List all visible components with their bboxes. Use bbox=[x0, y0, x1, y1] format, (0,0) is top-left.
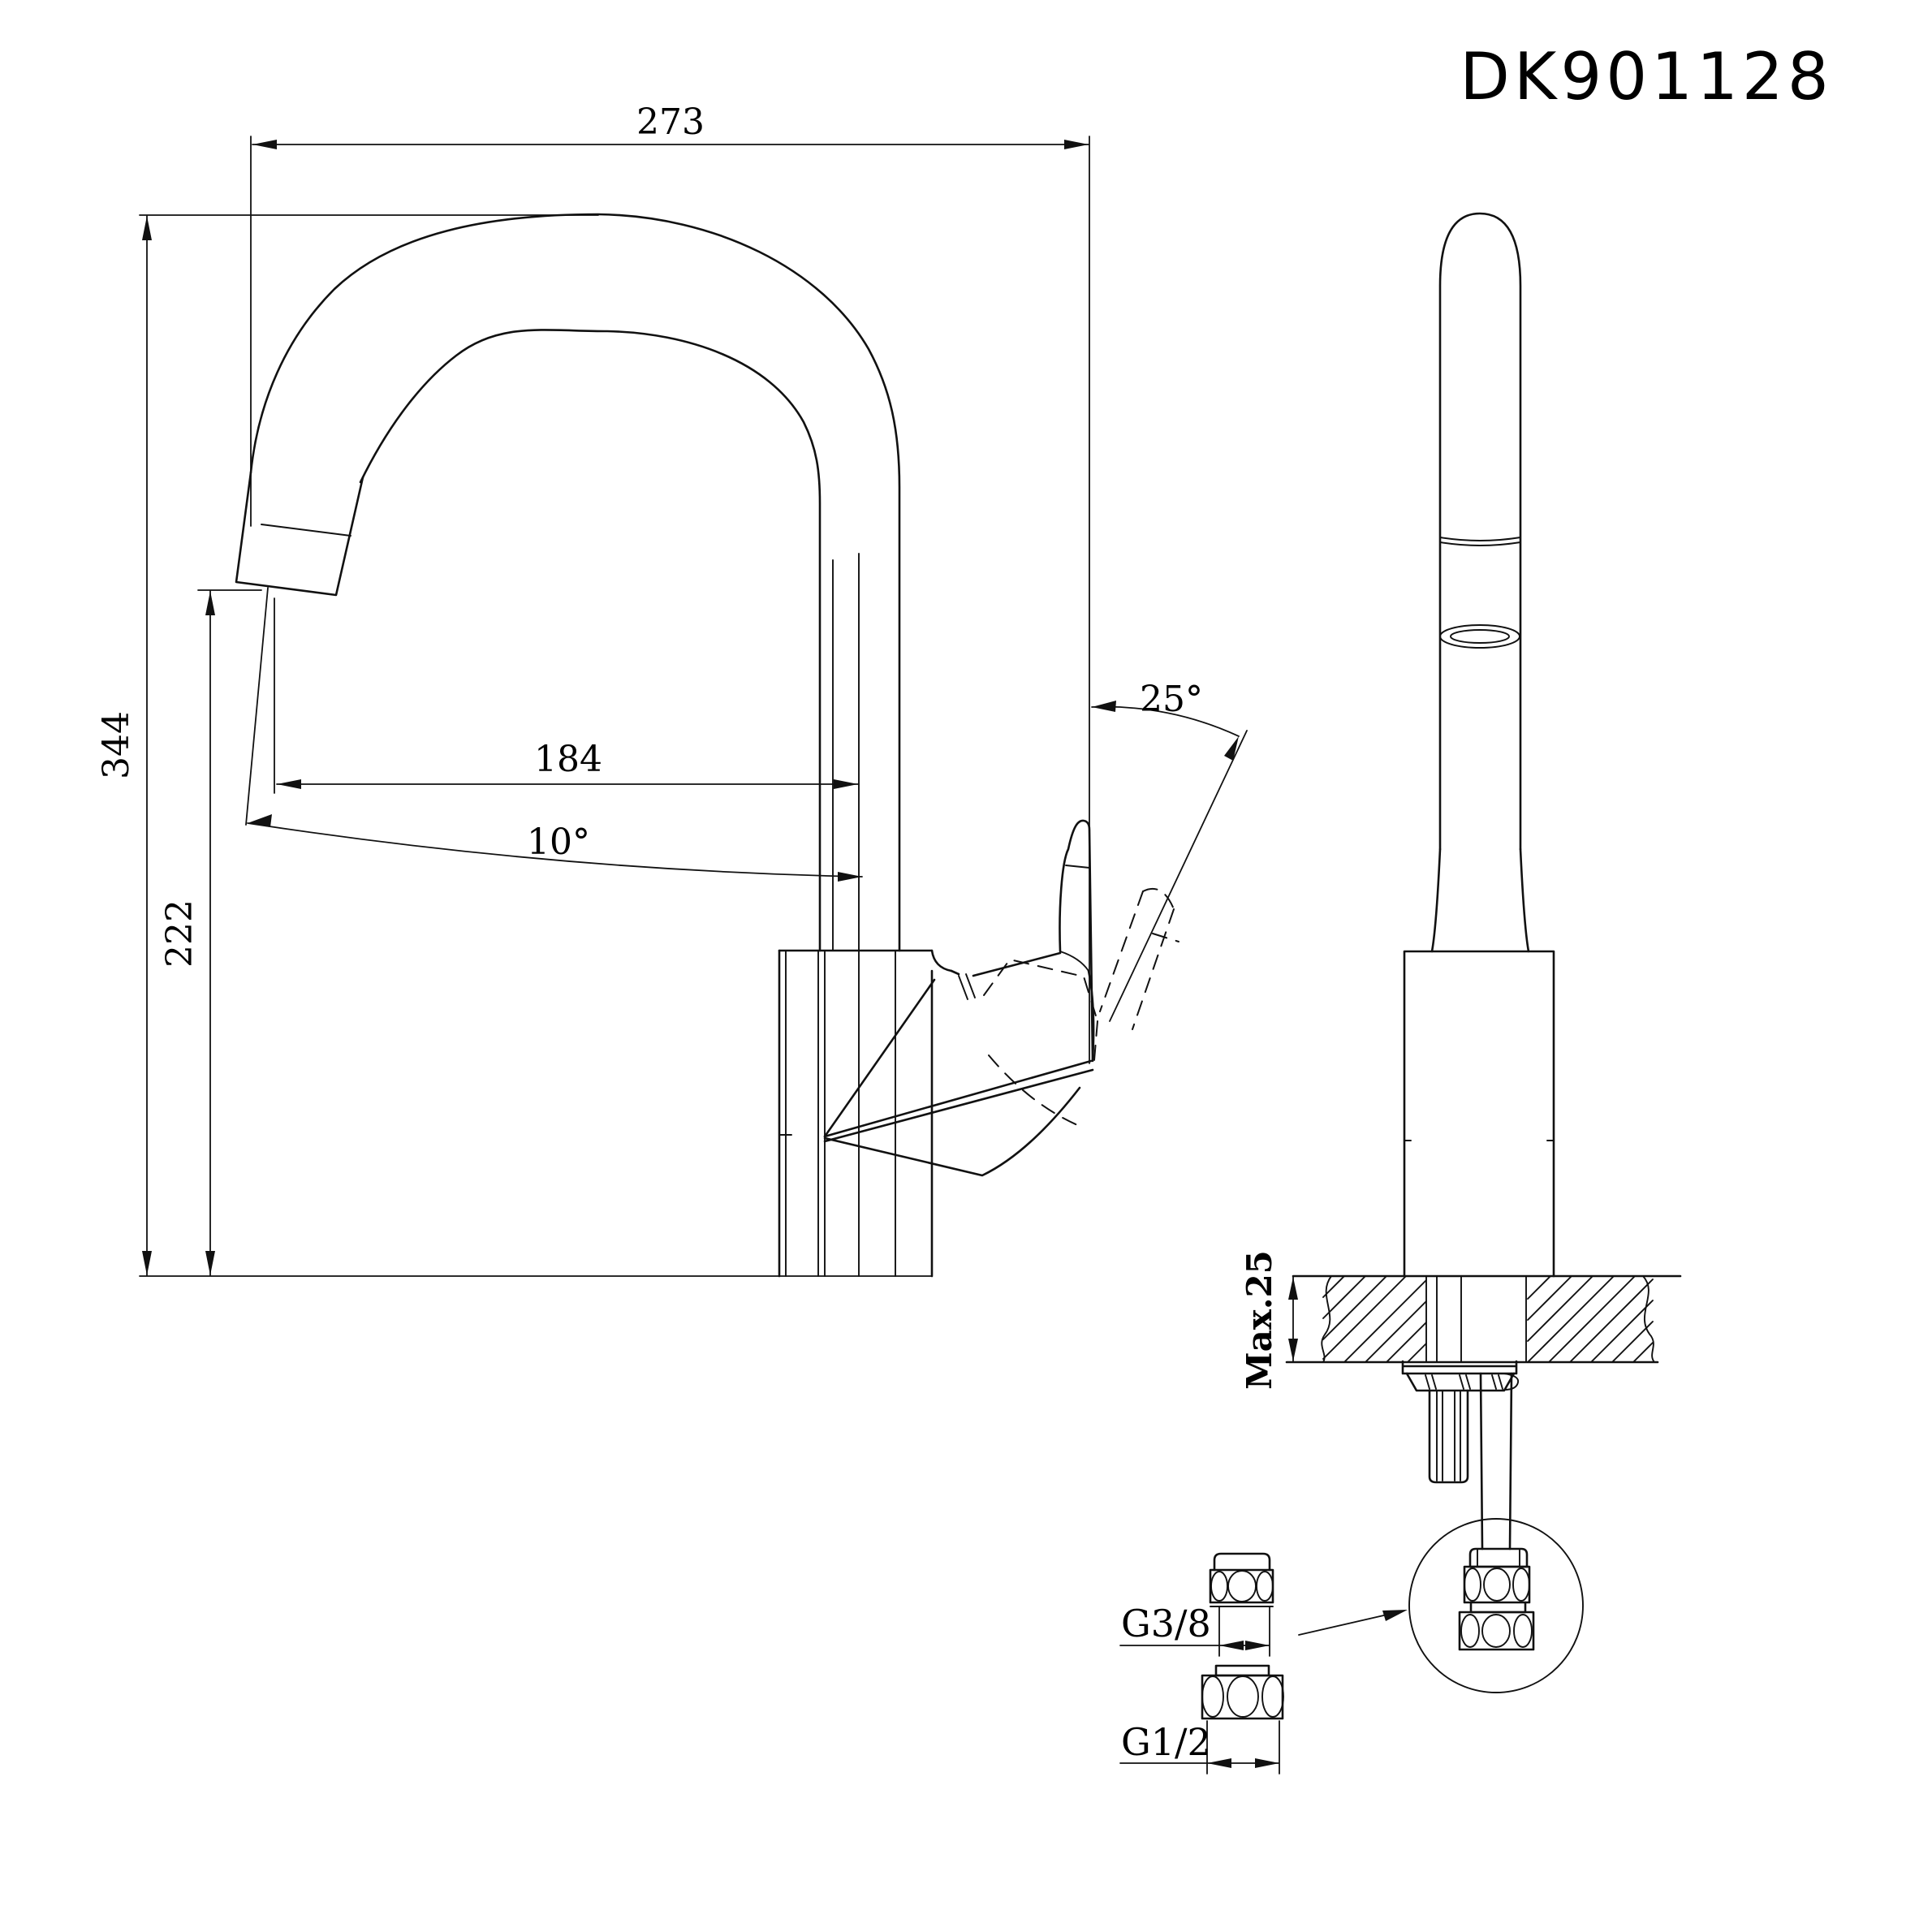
handle-seam bbox=[1065, 865, 1090, 869]
aerator-ring-outer bbox=[1439, 624, 1520, 649]
connector-detail-circle bbox=[1408, 1518, 1584, 1693]
dim-222-label: 222 bbox=[159, 899, 201, 968]
front-flare bbox=[1430, 847, 1530, 953]
angle-10-label: 10° bbox=[527, 822, 590, 863]
faucet-side-view bbox=[235, 213, 1179, 1278]
aerator-ring-inner bbox=[1450, 629, 1510, 644]
countertop-section bbox=[1285, 1274, 1682, 1364]
dim-222: 222 bbox=[159, 589, 262, 1276]
spout-inner-curve bbox=[359, 329, 822, 952]
break-line-left bbox=[1321, 1275, 1332, 1363]
dim-g38: G3/8 bbox=[1119, 1602, 1270, 1657]
front-body bbox=[1403, 950, 1555, 1278]
g38-fitting bbox=[1209, 1552, 1274, 1607]
cartridge-cone-upper bbox=[823, 978, 936, 1138]
boss-notch bbox=[958, 973, 976, 1000]
dim-max25: Max.25 bbox=[1240, 1250, 1298, 1390]
mounting-hardware bbox=[1401, 1360, 1520, 1484]
body-sides bbox=[778, 949, 934, 1278]
faucet-front-view bbox=[1201, 212, 1682, 1720]
front-tube-seam bbox=[1439, 537, 1521, 546]
cartridge-arm-pair bbox=[823, 1059, 1094, 1143]
detail-leader-arrow bbox=[1298, 1610, 1408, 1636]
threaded-shank bbox=[1425, 1275, 1527, 1362]
max25-label: Max.25 bbox=[1240, 1250, 1279, 1390]
body-corner-fillet bbox=[930, 949, 953, 972]
dim-273: 273 bbox=[250, 101, 1090, 1064]
dim-184: 184 bbox=[274, 597, 859, 794]
g12-fitting bbox=[1201, 1664, 1284, 1720]
g12-label: G1/2 bbox=[1121, 1720, 1211, 1764]
side-dimensions: 273 344 222 184 bbox=[96, 101, 1248, 1277]
dim-g12: G1/2 bbox=[1119, 1720, 1280, 1775]
g38-label: G3/8 bbox=[1121, 1602, 1211, 1645]
front-annotations: Max.25 G3/8 G1/2 bbox=[1119, 1250, 1408, 1775]
dim-273-label: 273 bbox=[636, 101, 705, 143]
break-line-right bbox=[1642, 1275, 1655, 1363]
cartridge-cone-lower bbox=[823, 1086, 1081, 1177]
angle-25: 25° bbox=[1091, 679, 1248, 1022]
handle-lever bbox=[1059, 819, 1094, 1061]
supply-hose bbox=[1479, 1372, 1513, 1550]
hatch-left bbox=[1322, 1275, 1427, 1363]
front-tube bbox=[1438, 212, 1522, 851]
spout-outlet bbox=[235, 471, 364, 597]
mounting-stud bbox=[1428, 1389, 1469, 1484]
handle-flare bbox=[1059, 951, 1089, 972]
handle-open-dashed bbox=[983, 887, 1179, 1128]
dim-344: 344 bbox=[96, 214, 933, 1277]
angle-25-label: 25° bbox=[1140, 679, 1203, 720]
aerator-seam bbox=[261, 524, 351, 537]
dim-184-label: 184 bbox=[534, 739, 602, 780]
angle-10: 10° bbox=[245, 587, 863, 882]
drawing-title: DK901128 bbox=[1460, 39, 1832, 114]
spout-outer-curve bbox=[249, 213, 901, 952]
boss-top-edge bbox=[950, 951, 1062, 977]
body-internal-lines bbox=[785, 950, 896, 1277]
hatch-right bbox=[1527, 1275, 1654, 1363]
dim-344-label: 344 bbox=[96, 711, 137, 779]
